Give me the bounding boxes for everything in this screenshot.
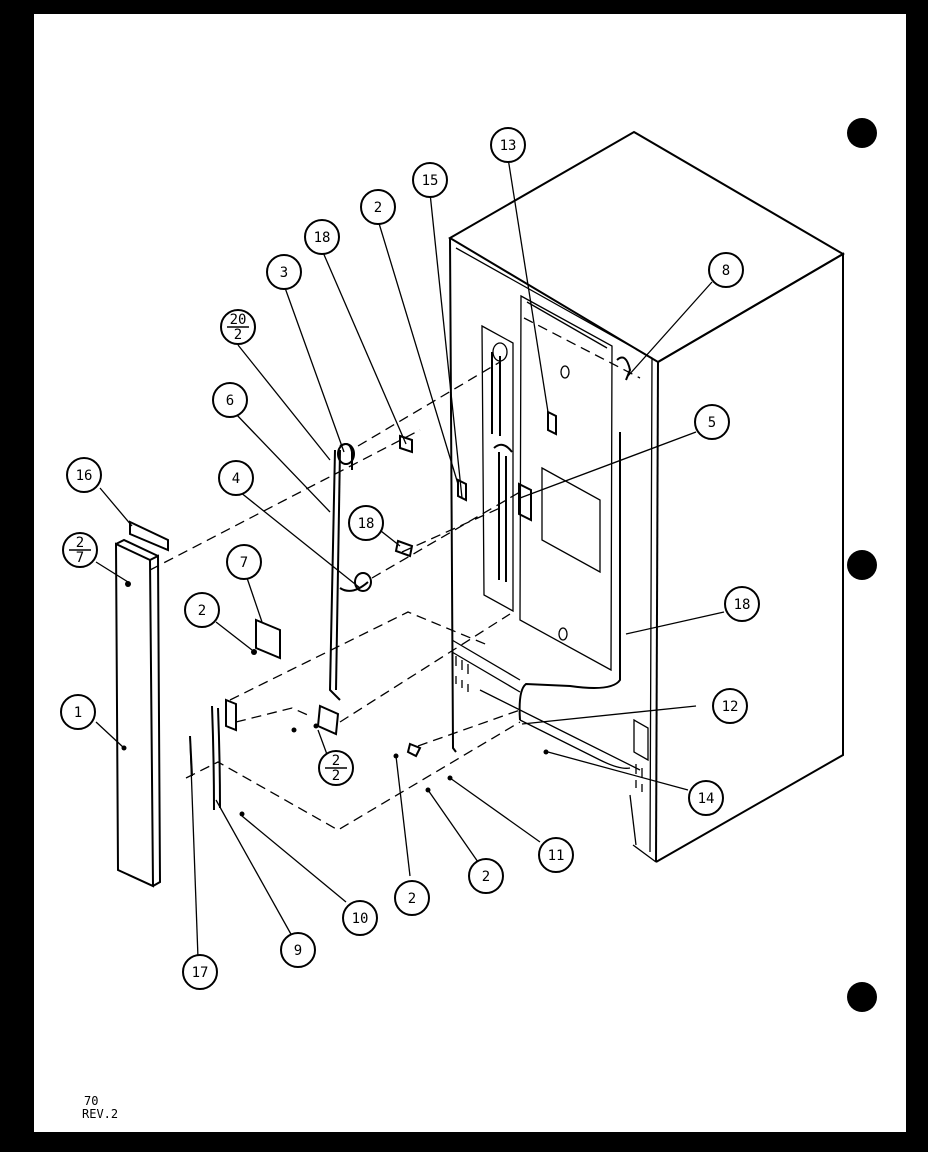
scan-border-top [0,0,928,14]
callout-c2b: 2 [184,592,220,628]
callout-label: 3 [280,265,288,281]
cabinet [448,130,845,863]
callout-circle [708,252,744,288]
assembly-lines [149,317,641,831]
callout-circle [394,880,430,916]
callout-c18b: 18 [348,505,384,541]
callout-numerator: 2 [332,753,340,769]
callout-circle [724,586,760,622]
callout-label: 2 [482,869,490,885]
leader-lines [95,157,725,959]
callout-label: 4 [232,471,240,487]
callout-circle [304,219,340,255]
callout-circle [280,932,316,968]
callout-c18c: 18 [724,586,760,622]
callout-c2c: 2 [468,858,504,894]
callout-label: 11 [548,848,565,864]
callout-c17: 17 [182,954,218,990]
callout-circle [226,544,262,580]
callout-label: 2 [198,603,206,619]
callout-circle [218,460,254,496]
callout-c8: 8 [708,252,744,288]
callout-circle [712,688,748,724]
callout-label: 7 [240,555,248,571]
callout-label: 2 [374,200,382,216]
callout-denominator: 2 [332,768,340,784]
callout-circle [342,900,378,936]
callout-circle [184,592,220,628]
callout-label: 16 [76,468,93,484]
callout-c2d: 2 [394,880,430,916]
callout-label: 10 [352,911,369,927]
callout-label: 6 [226,393,234,409]
callout-circle [694,404,730,440]
callout-c4: 4 [218,460,254,496]
binder-hole-icon [847,118,877,148]
callout-circle [688,780,724,816]
callout-c5: 5 [694,404,730,440]
callout-c3: 3 [266,254,302,290]
callout-circle [212,382,248,418]
callout-label: 1 [74,705,82,721]
scan-border-bottom [0,1132,928,1152]
callout-c9: 9 [280,932,316,968]
callout-c12: 12 [712,688,748,724]
scan-border-right [906,0,928,1152]
brackets [189,618,422,811]
callout-circle [266,254,302,290]
callout-c15: 15 [412,162,448,198]
callout-c2a: 2 [360,189,396,225]
callout-circle [538,837,574,873]
callout-c18a: 18 [304,219,340,255]
callout-circle [360,189,396,225]
callout-circle [60,694,96,730]
page-number: 70 [84,1094,98,1108]
callout-circle [348,505,384,541]
callout-c20: 202 [220,309,256,345]
callout-numerator: 20 [230,312,247,328]
callout-circle [468,858,504,894]
callout-label: 15 [422,173,439,189]
scan-border-left [0,0,34,1152]
callout-label: 18 [734,597,751,613]
callout-c22: 22 [318,750,354,786]
callout-label: 14 [698,791,715,807]
callout-label: 9 [294,943,302,959]
callout-numerator: 2 [76,535,84,551]
callout-label: 8 [722,263,730,279]
callout-label: 18 [358,516,375,532]
binder-hole-icon [847,982,877,1012]
callout-denominator: 7 [76,550,84,566]
callout-label: 17 [192,965,209,981]
binder-hole-icon [847,550,877,580]
callout-c27: 27 [62,532,98,568]
callout-label: 12 [722,699,739,715]
fasteners [121,581,549,817]
callout-c7: 7 [226,544,262,580]
callout-circle [490,127,526,163]
side-panel [114,520,169,888]
callout-c14: 14 [688,780,724,816]
callout-label: 2 [408,891,416,907]
callout-circle [182,954,218,990]
callout-label: 5 [708,415,716,431]
callout-c13: 13 [490,127,526,163]
callout-label: 18 [314,230,331,246]
revision-label: REV.2 [82,1107,118,1121]
callout-c16: 16 [66,457,102,493]
callout-label: 13 [500,138,517,154]
callout-c10: 10 [342,900,378,936]
callout-c11: 11 [538,837,574,873]
callout-circle [412,162,448,198]
callout-c1: 1 [60,694,96,730]
callout-c6a: 6 [212,382,248,418]
callout-circle [66,457,102,493]
callout-denominator: 2 [234,327,242,343]
